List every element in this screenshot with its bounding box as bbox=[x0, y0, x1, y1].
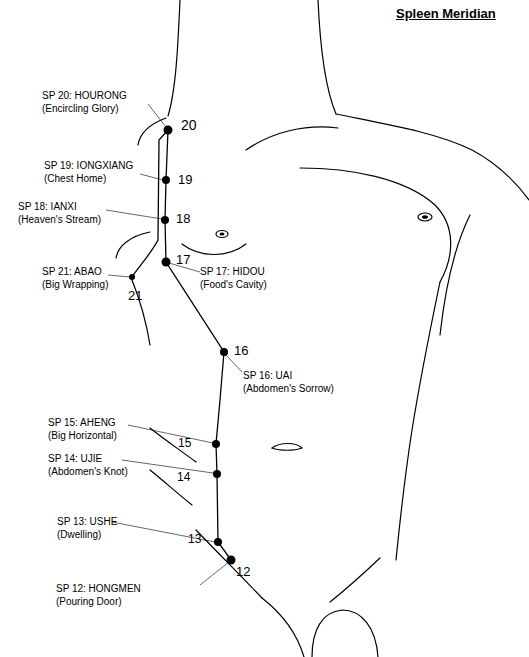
meridian-line bbox=[132, 130, 168, 277]
acupoint-dot bbox=[214, 538, 222, 546]
point-name: SP 15: AHENG bbox=[48, 417, 116, 429]
acupoint-dot bbox=[162, 258, 171, 267]
point-number: 18 bbox=[176, 211, 190, 227]
body-outline bbox=[116, 0, 529, 657]
nipple-center bbox=[220, 233, 225, 236]
acupoint-dot bbox=[220, 348, 228, 356]
leader-line bbox=[140, 174, 163, 180]
point-number: 20 bbox=[181, 117, 197, 134]
genital-outline bbox=[312, 610, 378, 657]
navel bbox=[272, 444, 302, 451]
point-translation: (Food's Cavity) bbox=[200, 279, 267, 291]
nipple-right bbox=[418, 213, 432, 221]
meridian-path bbox=[132, 130, 231, 560]
acupoint-dot bbox=[212, 440, 220, 448]
neck-left bbox=[168, 0, 180, 116]
acupoint-dot bbox=[213, 470, 221, 478]
point-translation: (Big Wrapping) bbox=[42, 279, 109, 291]
leader-line bbox=[128, 425, 213, 443]
point-translation: (Chest Home) bbox=[44, 173, 106, 185]
meridian-line bbox=[165, 130, 231, 560]
hip-line bbox=[150, 470, 192, 505]
point-name: SP 21: ABAO bbox=[42, 266, 102, 278]
acupoints bbox=[129, 126, 236, 565]
point-number: 19 bbox=[178, 172, 192, 188]
hip-line bbox=[150, 428, 196, 462]
acupoint-dot bbox=[129, 274, 135, 280]
acupoint-dot bbox=[227, 556, 236, 565]
torso-right bbox=[396, 282, 440, 560]
leader-line bbox=[108, 275, 130, 277]
point-translation: (Abdomen's Knot) bbox=[48, 466, 128, 478]
point-translation: (Big Horizontal) bbox=[48, 430, 117, 442]
groin-right bbox=[330, 558, 380, 602]
neck-right bbox=[318, 0, 336, 114]
point-name: SP 17: HIDOU bbox=[200, 266, 265, 278]
nipple-center bbox=[422, 215, 428, 219]
leader-line bbox=[200, 562, 229, 585]
acupoint-dot bbox=[164, 126, 173, 135]
point-translation: (Pouring Door) bbox=[56, 596, 122, 608]
leader-line bbox=[148, 104, 166, 127]
point-number: 13 bbox=[188, 532, 201, 546]
point-number: 14 bbox=[177, 470, 190, 484]
shoulder-right bbox=[336, 114, 529, 200]
nipple-left bbox=[216, 231, 228, 238]
point-translation: (Encircling Glory) bbox=[42, 103, 119, 115]
pectoral-left bbox=[182, 244, 246, 255]
acupoint-dot bbox=[162, 176, 170, 184]
leader-line bbox=[122, 460, 213, 473]
point-name: SP 18: IANXI bbox=[18, 201, 77, 213]
point-name: SP 19: IONGXIANG bbox=[44, 160, 133, 172]
leader-lines bbox=[106, 104, 242, 585]
point-name: SP 14: UJIE bbox=[48, 453, 102, 465]
acupoint-dot bbox=[161, 216, 169, 224]
point-name: SP 13: USHE bbox=[57, 516, 117, 528]
point-name: SP 20: HOURONG bbox=[42, 90, 127, 102]
point-name: SP 16: UAI bbox=[243, 370, 292, 382]
hand-left bbox=[116, 232, 150, 258]
arm-right bbox=[440, 215, 470, 335]
page-title: Spleen Meridian bbox=[396, 6, 496, 22]
point-number: 17 bbox=[176, 252, 190, 268]
point-number: 16 bbox=[234, 343, 248, 359]
point-name: SP 12: HONGMEN bbox=[56, 583, 141, 595]
point-translation: (Abdomen's Sorrow) bbox=[243, 383, 334, 395]
point-number: 12 bbox=[236, 564, 250, 580]
point-number: 21 bbox=[128, 288, 142, 304]
leader-line bbox=[106, 210, 162, 219]
point-number: 15 bbox=[178, 436, 191, 450]
point-translation: (Heaven's Stream) bbox=[18, 214, 101, 226]
pectoral-right bbox=[300, 168, 451, 282]
point-translation: (Dwelling) bbox=[57, 529, 101, 541]
clavicle-line bbox=[246, 127, 338, 150]
lower-curve bbox=[262, 598, 304, 657]
